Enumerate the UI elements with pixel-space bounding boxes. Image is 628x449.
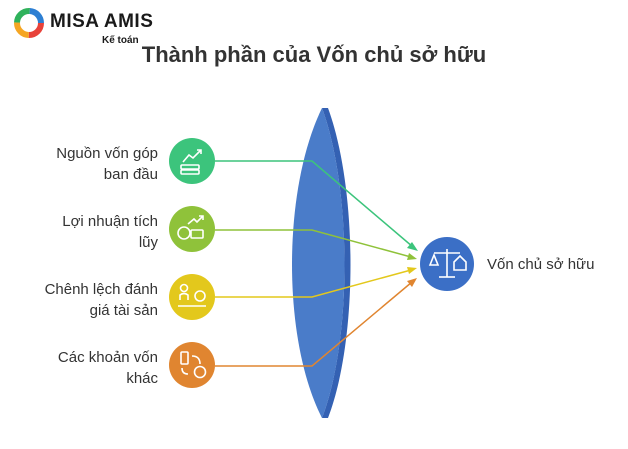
connector-1 xyxy=(215,160,414,248)
lens-shape xyxy=(292,108,351,418)
connector-4 xyxy=(215,281,413,367)
input-node-3 xyxy=(169,274,215,320)
misa-logo-icon xyxy=(14,8,44,38)
input-label-3: Chênh lệch đánh giá tài sản xyxy=(44,281,158,319)
money-growth-icon xyxy=(180,149,202,175)
diagram-title: Thành phần của Vốn chủ sở hữu xyxy=(141,42,487,67)
connector-3 xyxy=(215,269,412,298)
brand-subname: Kế toán xyxy=(102,35,139,46)
input-label-2: Lợi nhuận tích lũy xyxy=(62,213,158,251)
connector-2 xyxy=(215,229,412,258)
scale-balance-icon xyxy=(428,249,467,278)
input-label-1: Nguồn vốn góp ban đầu xyxy=(56,145,158,183)
result-label: Vốn chủ sở hữu xyxy=(487,256,595,273)
input-node-4 xyxy=(169,342,215,388)
input-label-4: Các khoản vốn khác xyxy=(57,349,158,387)
connector-lines xyxy=(215,160,418,367)
asset-valuation-icon xyxy=(178,283,206,307)
brand-logo[interactable]: MISA AMIS Kế toán xyxy=(14,8,153,46)
input-node-1 xyxy=(169,138,215,184)
brand-name: MISA AMIS xyxy=(50,11,154,32)
capital-exchange-icon xyxy=(180,351,207,379)
result-node xyxy=(420,237,474,291)
input-node-2 xyxy=(169,206,215,252)
profit-cash-icon xyxy=(177,215,204,240)
